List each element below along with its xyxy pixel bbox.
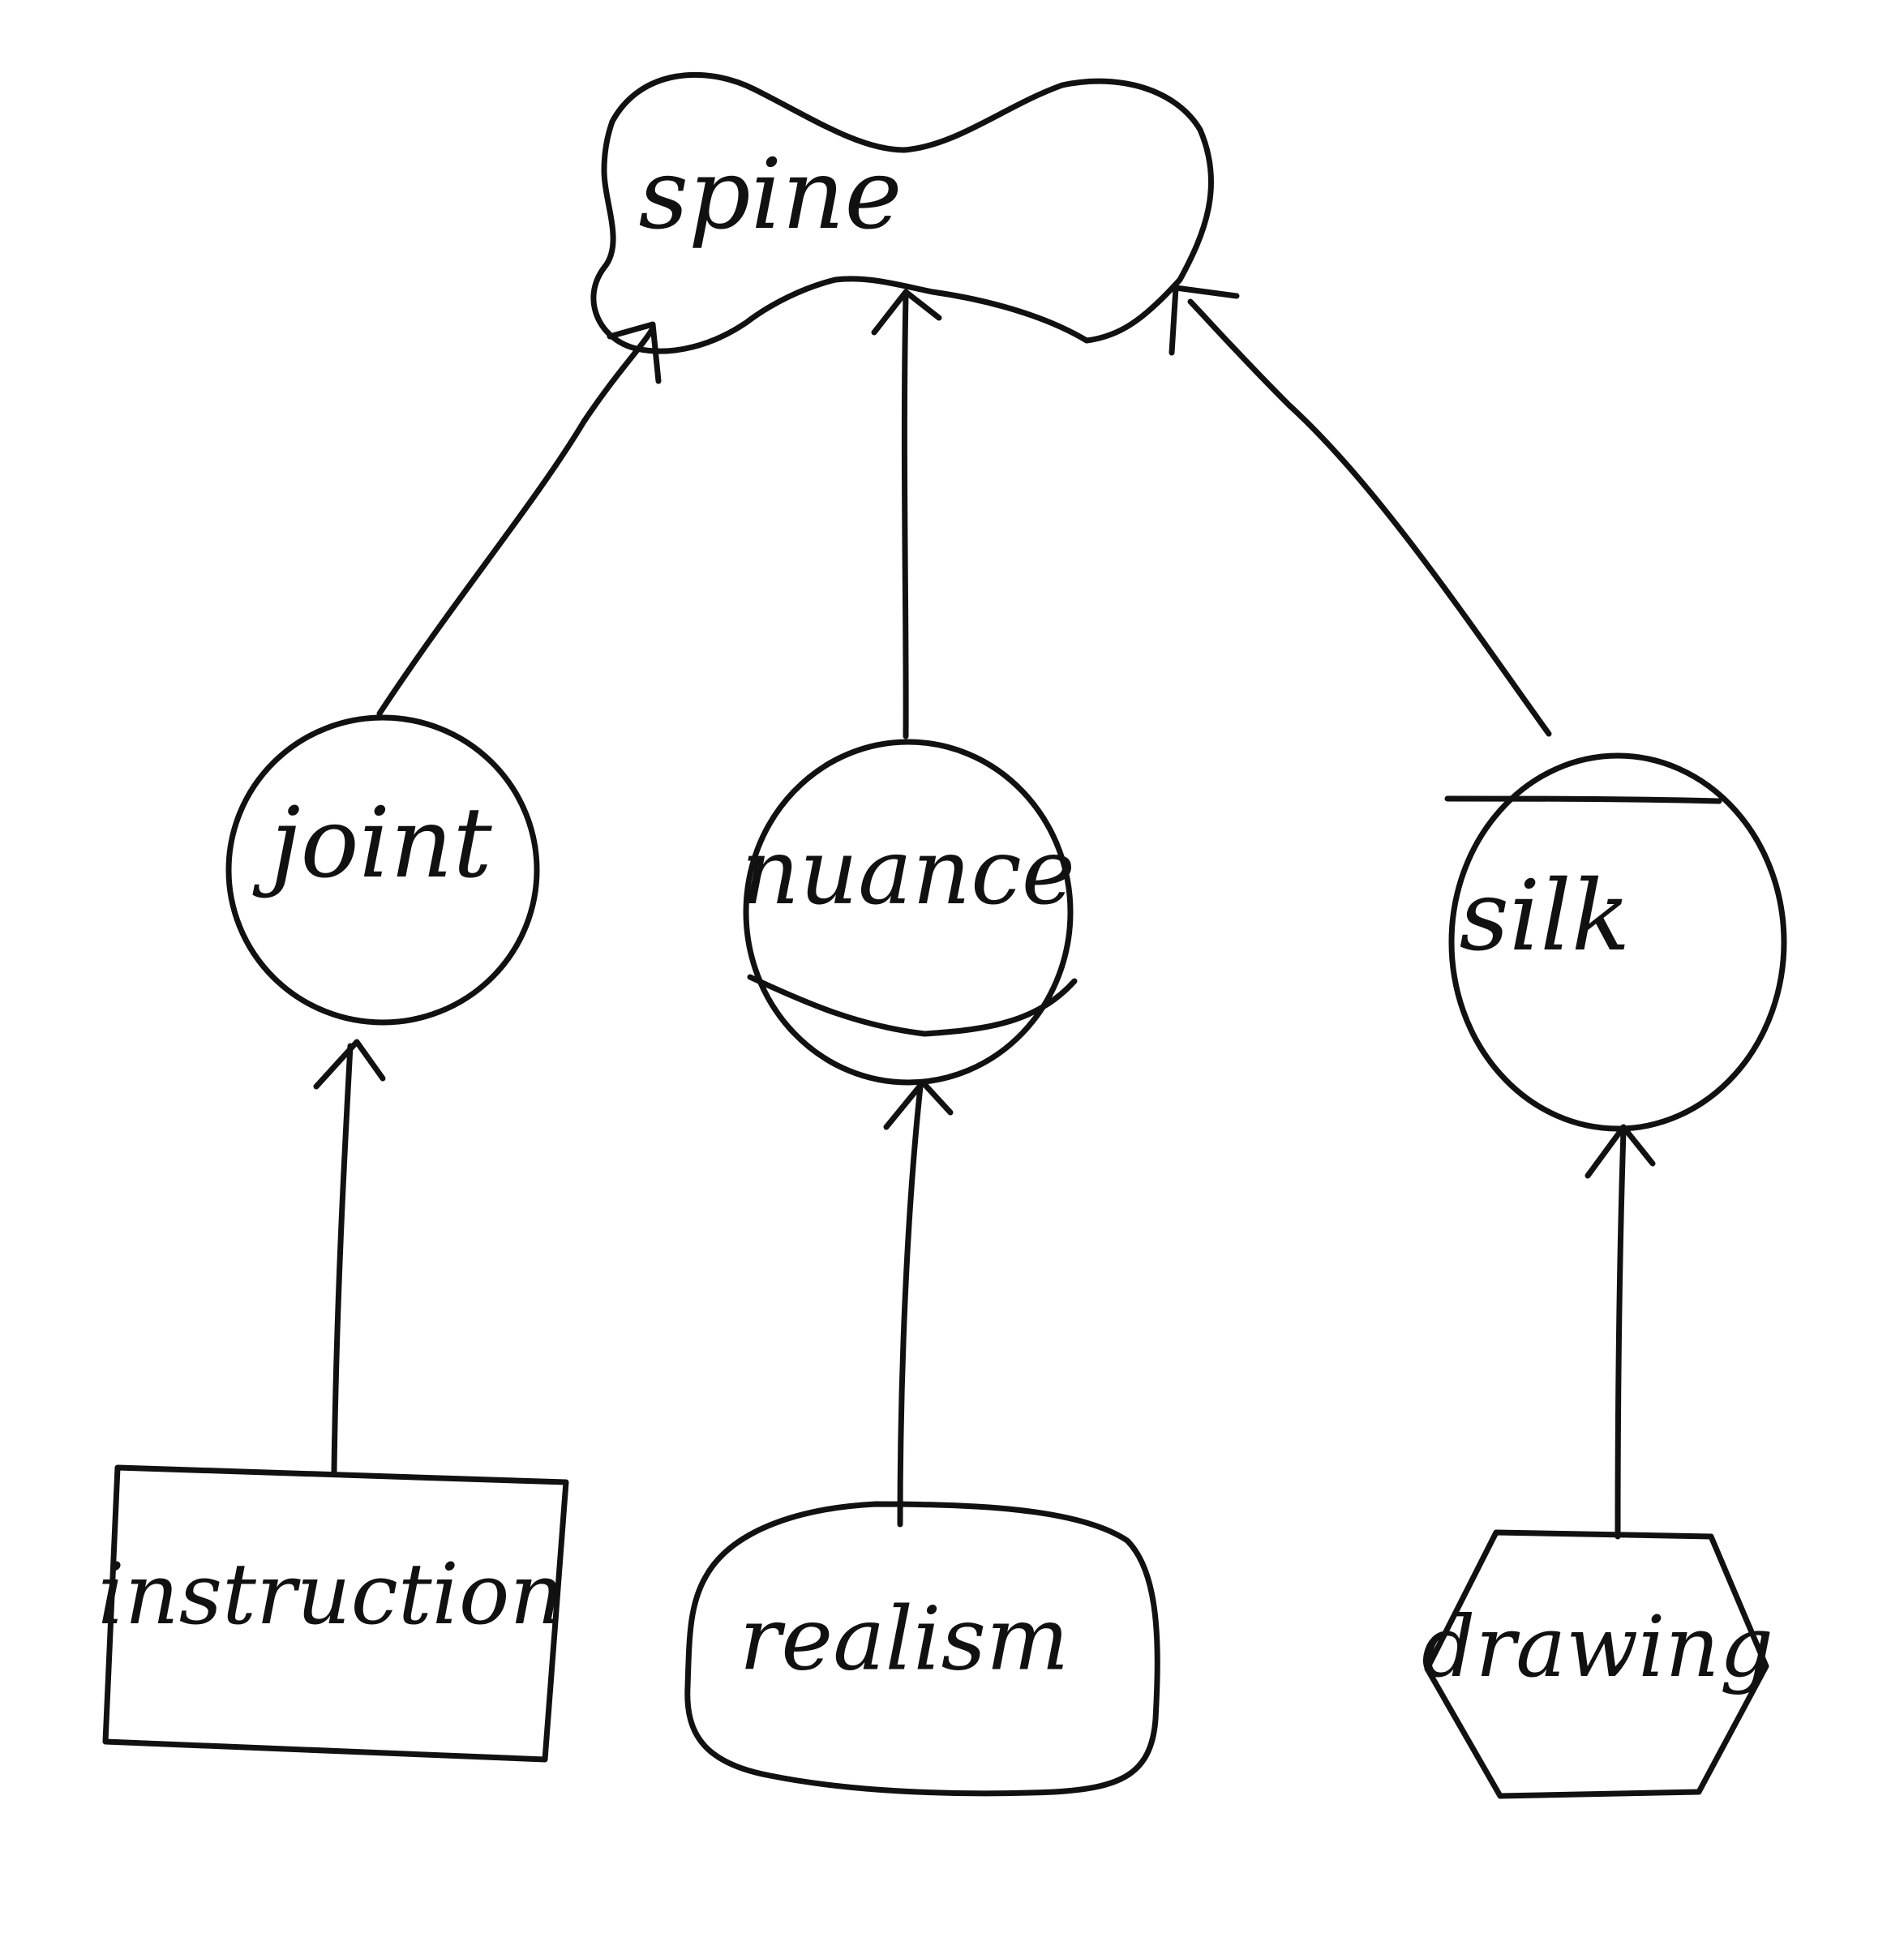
edge-line [331,1043,354,1475]
edge-nuance-to-spine [871,289,942,739]
node-joint: joint [225,714,540,1026]
edges [313,285,1656,1540]
node-drawing-shape [1424,1529,1769,1799]
edge-line [897,1083,924,1528]
edge-silk-to-spine [1169,285,1552,737]
edge-realism-to-nuance [883,1079,954,1528]
arrowhead-icon [313,1039,386,1090]
edge-instruction-to-joint [313,1039,386,1475]
node-drawing-label: drawing [1422,1597,1773,1696]
node-instruction-label: instruction [98,1545,564,1644]
edge-line [901,293,909,739]
edge-line [1187,298,1552,737]
node-spine-label: spine [638,139,902,251]
node-nuance: nuance [741,739,1078,1086]
node-silk-label: silk [1459,860,1630,973]
arrowhead-icon [607,321,662,384]
node-silk: silk [1444,752,1787,1132]
nodes: spine joint nuance silk instruction real… [98,71,1787,1799]
node-joint-label: joint [252,787,492,900]
node-instruction-shape [102,1464,569,1763]
edge-line [1615,1128,1627,1540]
node-nuance-divider [747,974,1078,1037]
node-joint-shape [225,714,540,1026]
edge-drawing-to-silk [1585,1124,1656,1540]
node-silk-divider [1444,795,1722,804]
edge-line [376,325,656,717]
node-realism: realism [684,1501,1160,1797]
node-realism-shape [684,1501,1160,1797]
node-instruction: instruction [98,1464,569,1763]
node-nuance-shape [743,739,1074,1086]
node-nuance-label: nuance [741,820,1075,925]
node-spine-shape [590,71,1215,354]
edge-joint-to-spine [376,321,662,717]
node-spine: spine [590,71,1215,354]
node-drawing: drawing [1422,1529,1773,1799]
arrowhead-icon [871,289,942,336]
node-realism-label: realism [740,1588,1070,1690]
node-silk-shape [1448,752,1787,1132]
